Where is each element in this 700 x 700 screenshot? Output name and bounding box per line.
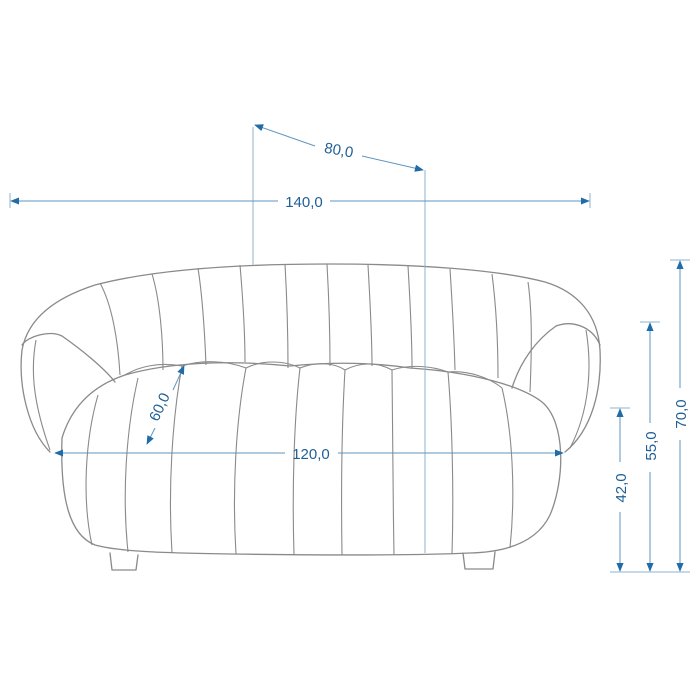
depth-label: 80,0	[323, 140, 355, 162]
left-leg	[109, 552, 139, 571]
back-channel-ribs	[99, 263, 532, 393]
seat-height-label: 42,0	[613, 473, 630, 502]
arm-height-label: 55,0	[643, 431, 660, 460]
dimension-total-height: 70,0	[673, 260, 690, 572]
seat-width-label: 120,0	[292, 446, 330, 463]
dimension-seat-width: 120,0	[54, 446, 564, 463]
left-arm	[21, 332, 116, 383]
dimension-seat-height: 42,0	[613, 408, 630, 572]
total-width-label: 140,0	[285, 194, 323, 211]
seat-depth-label: 60,0	[146, 390, 174, 424]
sofa-back	[20, 263, 601, 453]
dimension-arm-height: 55,0	[643, 322, 660, 572]
dimension-depth: 80,0	[254, 124, 424, 172]
right-arm	[511, 323, 601, 389]
right-leg	[462, 551, 496, 570]
dimension-seat-depth: 60,0	[146, 365, 185, 445]
total-height-label: 70,0	[673, 399, 690, 428]
seat-channel-ribs	[85, 365, 514, 556]
extension-lines	[9, 127, 690, 573]
dimension-total-width: 140,0	[10, 194, 590, 211]
sofa-outline	[20, 263, 601, 571]
